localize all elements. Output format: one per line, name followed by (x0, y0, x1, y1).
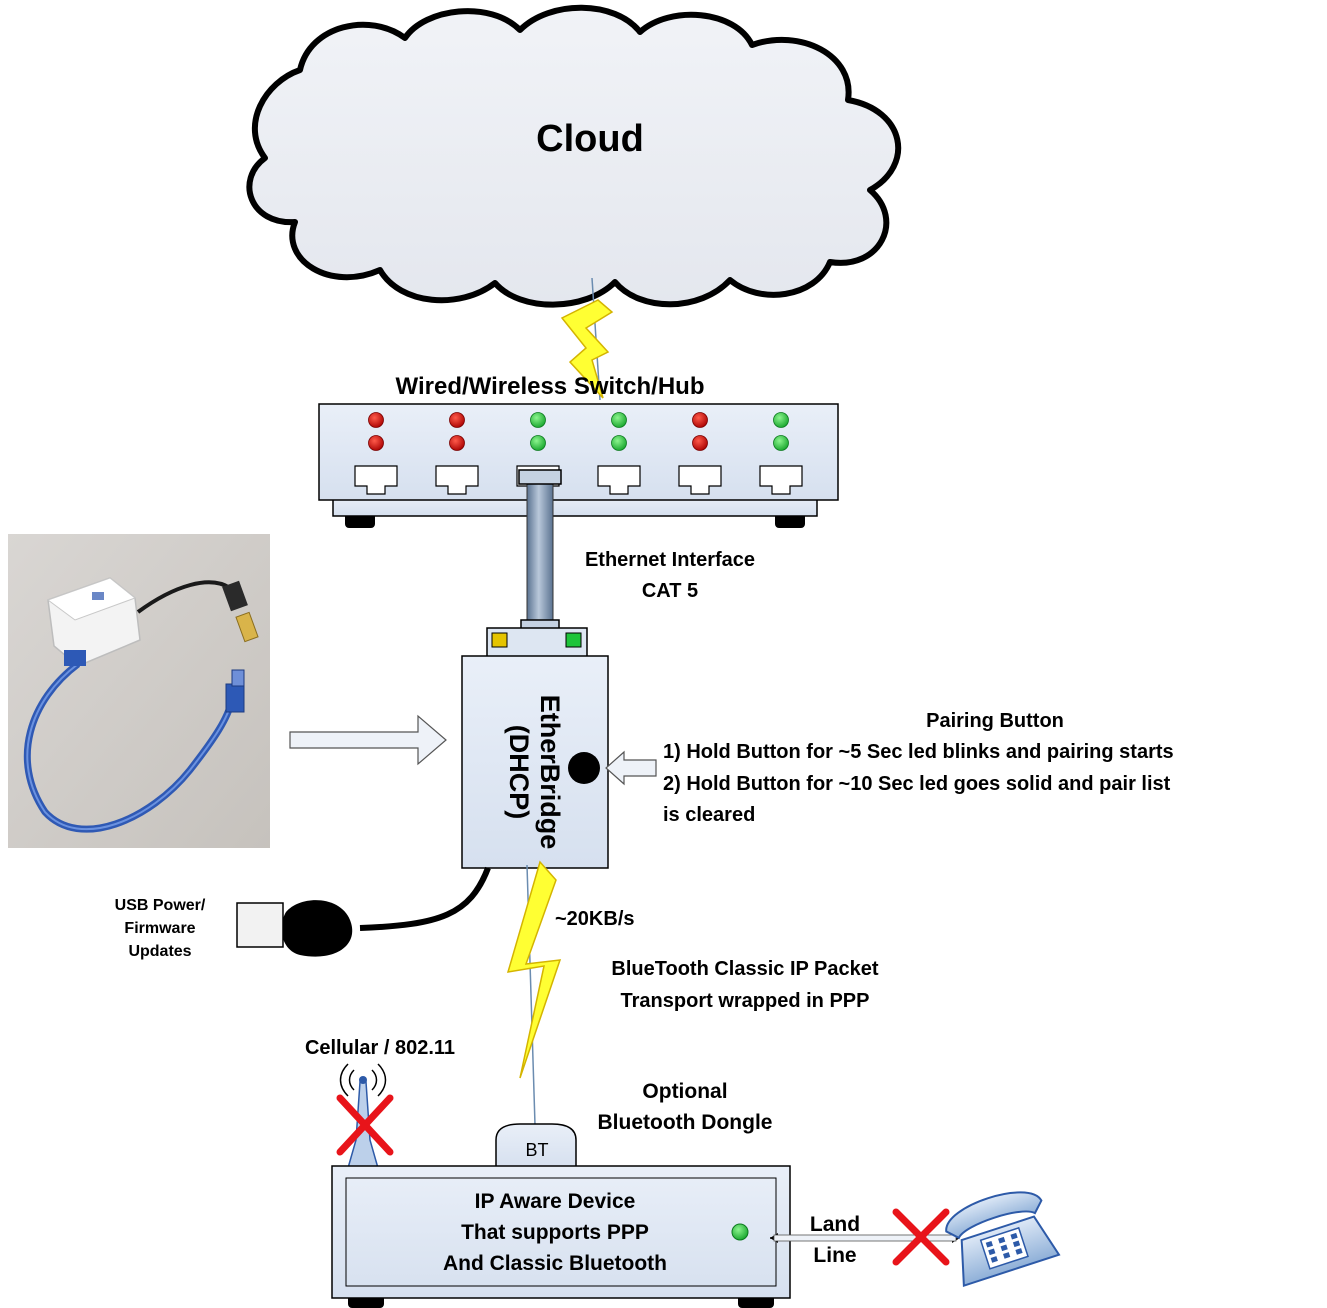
dongle-optional-label: Optional (642, 1080, 728, 1103)
ip-aware-device (331, 1165, 791, 1308)
pairing-step-2-continued: is cleared (663, 804, 756, 826)
switch-port-2 (435, 465, 479, 495)
cloud-label: Cloud (536, 118, 644, 160)
switch-label: Wired/Wireless Switch/Hub (395, 373, 705, 400)
switch-port-1-led-bottom (368, 435, 384, 451)
link-speed-label: ~20KB/s (555, 908, 635, 930)
switch-port-5-led-top (692, 412, 708, 428)
switch-port-3-led-top (530, 412, 546, 428)
switch-port-3-led-bottom (530, 435, 546, 451)
ethernet-interface-label: Ethernet Interface (584, 549, 756, 571)
pairing-button-arrow (605, 750, 657, 786)
network-switch (318, 403, 839, 528)
bluetooth-dongle-tag: BT (525, 1140, 549, 1160)
switch-port-5-led-bottom (692, 435, 708, 451)
device-label-line-2: That supports PPP (461, 1221, 649, 1244)
landline-label-line-2: Line (813, 1244, 857, 1267)
bluetooth-transport-label-1: BlueTooth Classic IP Packet (611, 958, 879, 980)
etherbridge-photo (8, 534, 270, 848)
pairing-step-1: 1) Hold Button for ~5 Sec led blinks and… (663, 741, 1174, 763)
switch-port-4 (597, 465, 641, 495)
landline-disabled-cross-icon (892, 1208, 950, 1266)
switch-port-6-led-top (773, 412, 789, 428)
usb-cable (236, 866, 491, 957)
cellular-disabled-cross-icon (336, 1094, 394, 1156)
switch-port-5 (678, 465, 722, 495)
switch-port-2-led-top (449, 412, 465, 428)
bluetooth-link-bolt (506, 860, 562, 1126)
switch-port-2-led-bottom (449, 435, 465, 451)
cellular-label: Cellular / 802.11 (304, 1037, 456, 1059)
switch-port-4-led-bottom (611, 435, 627, 451)
wireless-link-bolt-top (560, 277, 614, 401)
bluetooth-dongle (495, 1123, 577, 1169)
device-label-line-1: IP Aware Device (474, 1190, 636, 1213)
landline-label-line-1: Land (809, 1213, 861, 1236)
switch-port-6 (759, 465, 803, 495)
etherbridge-label: EtherBridge (DHCP) (501, 667, 565, 877)
usb-label-line-3: Updates (128, 943, 192, 960)
ethernet-cable (518, 469, 562, 635)
photo-pointer-arrow (289, 714, 447, 766)
usb-label-line-2: Firmware (124, 920, 196, 937)
etherbridge-mode: (DHCP) (504, 724, 534, 820)
pairing-button-title: Pairing Button (926, 710, 1064, 732)
dongle-name-label: Bluetooth Dongle (597, 1111, 773, 1134)
telephone-icon (945, 1191, 1061, 1287)
cloud-shape (246, 4, 901, 308)
antenna-icon (339, 1063, 387, 1169)
switch-port-4-led-top (611, 412, 627, 428)
switch-port-6-led-bottom (773, 435, 789, 451)
switch-port-1-led-top (368, 412, 384, 428)
bluetooth-transport-label-2: Transport wrapped in PPP (620, 990, 870, 1012)
ethernet-cable-type-label: CAT 5 (641, 580, 699, 602)
device-label-line-3: And Classic Bluetooth (442, 1252, 668, 1275)
pairing-step-2: 2) Hold Button for ~10 Sec led goes soli… (663, 773, 1171, 795)
switch-port-1 (354, 465, 398, 495)
etherbridge-name: EtherBridge (535, 694, 565, 850)
etherbridge-device (461, 627, 609, 869)
usb-label-line-1: USB Power/ (114, 897, 206, 914)
